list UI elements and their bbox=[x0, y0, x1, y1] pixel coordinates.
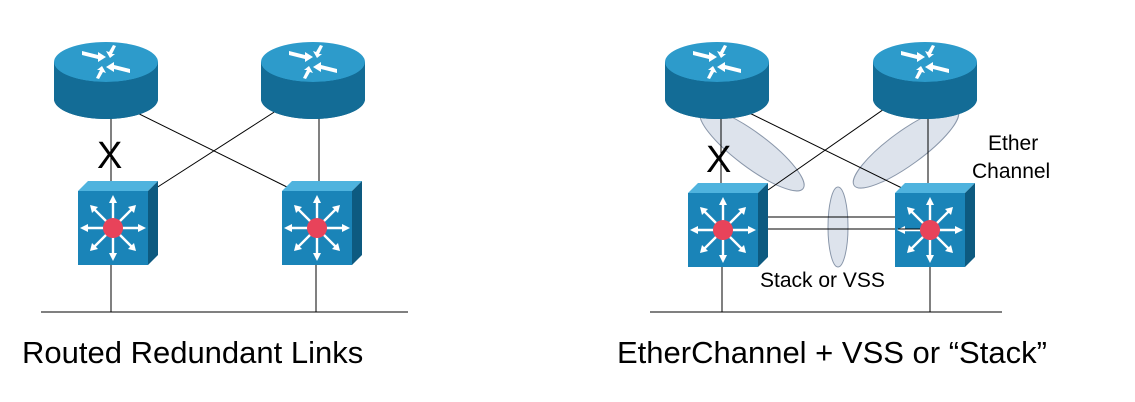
right-diagram-caption: EtherChannel + VSS or “Stack” bbox=[617, 335, 1047, 370]
router-icon bbox=[261, 42, 365, 119]
blocked-link-mark: X bbox=[706, 139, 731, 181]
right-diagram: X Ether Channel Stack or VSS bbox=[650, 42, 1050, 313]
left-diagram: X bbox=[41, 42, 408, 313]
router-icon bbox=[665, 42, 769, 119]
l3-switch-icon bbox=[280, 179, 364, 267]
router-icon bbox=[873, 42, 977, 119]
l3-switch-icon bbox=[76, 179, 160, 267]
left-diagram-caption: Routed Redundant Links bbox=[22, 335, 364, 370]
etherchannel-label-line2: Channel bbox=[972, 160, 1050, 183]
link bbox=[767, 99, 898, 191]
router-icon bbox=[54, 42, 158, 119]
link bbox=[152, 99, 294, 191]
l3-switch-icon bbox=[686, 181, 770, 269]
blocked-link-mark: X bbox=[97, 135, 122, 177]
link bbox=[110, 99, 294, 191]
stack-link-bundle bbox=[827, 186, 849, 268]
link bbox=[722, 99, 907, 191]
l3-switch-icon bbox=[893, 181, 977, 269]
etherchannel-label-line1: Ether bbox=[988, 132, 1038, 155]
stack-label: Stack or VSS bbox=[760, 269, 885, 292]
